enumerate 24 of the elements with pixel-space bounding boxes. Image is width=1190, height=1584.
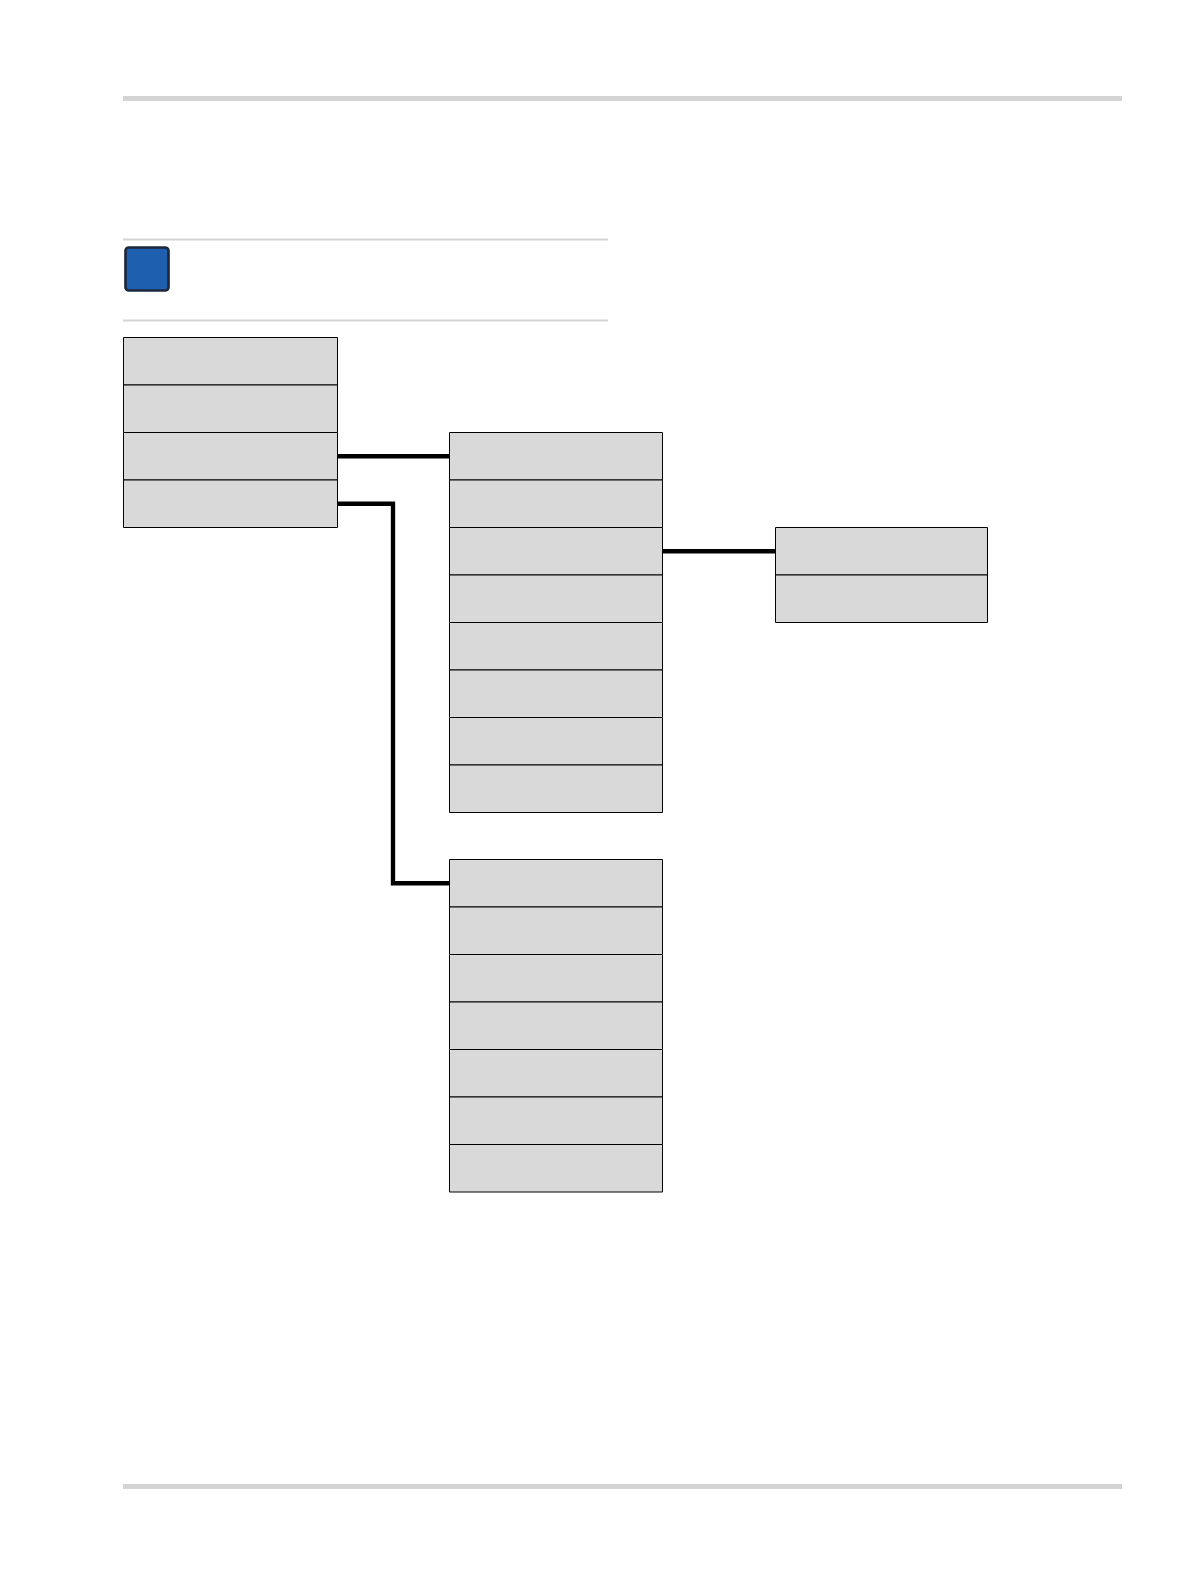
connector-line: [338, 454, 449, 459]
menu-box: [775, 574, 988, 623]
menu-box: [449, 574, 663, 623]
menu-box: [449, 432, 663, 481]
menu-box: [449, 1001, 663, 1050]
connector-line: [338, 501, 449, 886]
menu-box: [449, 1096, 663, 1145]
menu-box: [449, 954, 663, 1003]
menu-box: [449, 906, 663, 955]
menu-box: [449, 859, 663, 908]
menu-box: [775, 527, 988, 576]
menu-box: [449, 479, 663, 528]
menu-box: [123, 337, 338, 386]
menu-box: [449, 669, 663, 718]
menu-box: [123, 479, 338, 528]
connector-line: [663, 549, 775, 554]
menu-box: [449, 1144, 663, 1193]
menu-box: [449, 717, 663, 766]
menu-box: [449, 1049, 663, 1098]
menu-box: [449, 622, 663, 671]
menu-box: [123, 432, 338, 481]
menu-box: [123, 384, 338, 433]
menu-box: [449, 527, 663, 576]
menu-box: [449, 764, 663, 813]
